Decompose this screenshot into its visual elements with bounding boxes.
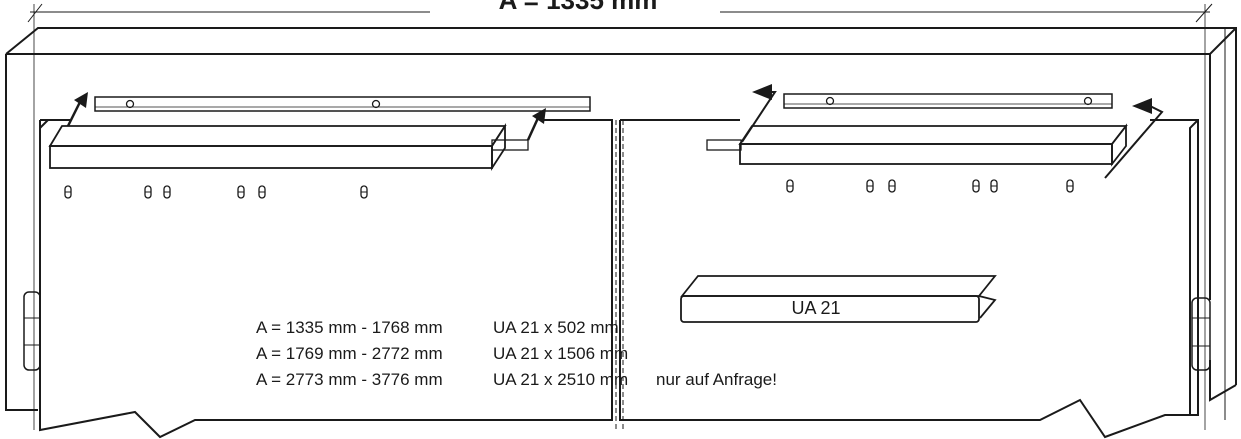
arrow-up-right — [526, 108, 546, 141]
hinge-right — [1191, 297, 1211, 371]
spec-range: A = 1769 mm - 2772 mm — [256, 344, 443, 363]
dimension-label-bg — [430, 0, 720, 15]
screw-row-left — [64, 185, 368, 199]
spec-size: UA 21 x 1506 mm — [493, 344, 628, 363]
cabinet-carcass — [5, 27, 1237, 420]
screw-hole — [371, 99, 381, 109]
profile-label: UA 21 — [791, 298, 840, 318]
arrow-up-left — [66, 92, 88, 127]
screw-hole — [825, 96, 835, 106]
mounting-strip-left — [94, 96, 591, 112]
screw-hole — [125, 99, 135, 109]
spec-note: nur auf Anfrage! — [656, 370, 777, 389]
door-right — [615, 119, 1199, 439]
mounting-strip-right — [783, 93, 1113, 109]
door-left — [39, 119, 613, 439]
dimension-label: A = 1335 mm — [499, 0, 658, 15]
rail-left — [48, 122, 529, 172]
screw-hole — [1083, 96, 1093, 106]
ua21-profile: UA 21 — [680, 275, 997, 323]
spec-range: A = 2773 mm - 3776 mm — [256, 370, 443, 389]
spec-size: UA 21 x 502 mm — [493, 318, 619, 337]
spec-range: A = 1335 mm - 1768 mm — [256, 318, 443, 337]
spec-table: A = 1335 mm - 1768 mm UA 21 x 502 mm A =… — [256, 318, 777, 389]
arrow-left-upper — [741, 84, 777, 143]
spec-size: UA 21 x 2510 mm — [493, 370, 628, 389]
rail-right — [706, 123, 1128, 167]
hinge-left — [23, 291, 41, 371]
arrow-left-lower — [1104, 98, 1164, 179]
screw-row-right — [786, 179, 1074, 193]
